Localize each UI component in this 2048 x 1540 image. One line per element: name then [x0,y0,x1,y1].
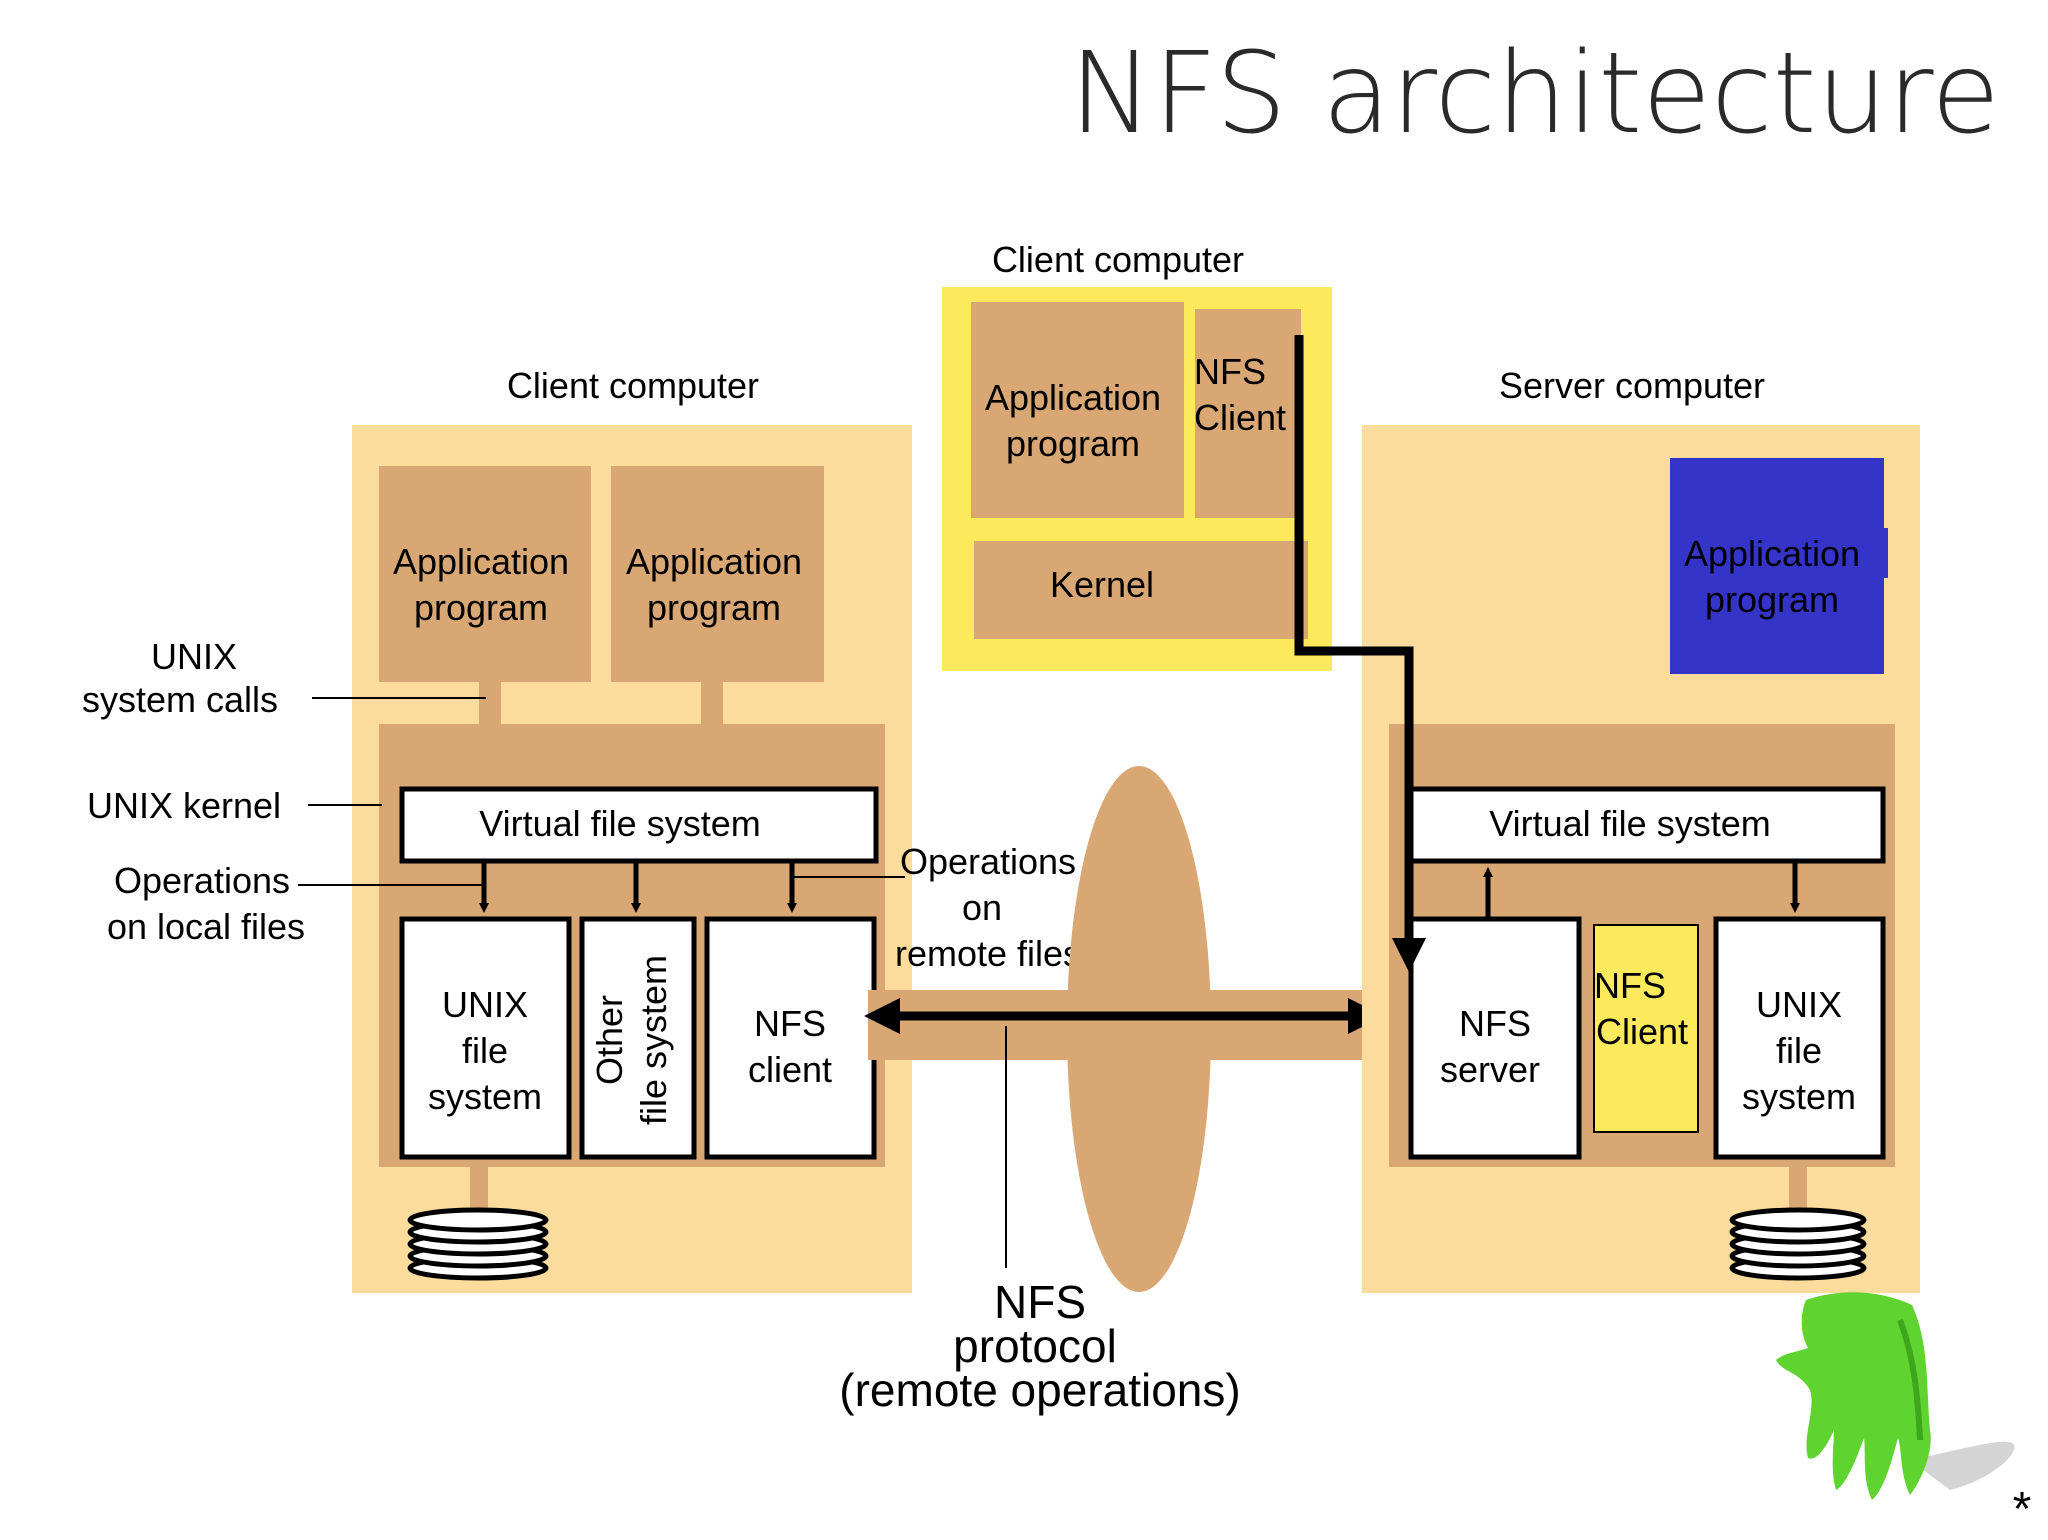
server-app-line2: program [1705,579,1839,620]
left-app-box-2 [611,466,824,682]
middle-app-line2: program [1006,423,1140,464]
left-app-box-1 [379,466,591,682]
left-app-2-stem [701,682,723,726]
middle-kernel-box [974,541,1308,639]
server-unix-fs-box [1713,916,1886,1160]
left-app-1-label-line2: program [414,587,548,628]
annotation-remote-ops-line1: Operations [900,841,1076,882]
annotation-syscalls-line2: system calls [82,679,278,720]
protocol-label-line1: NFS [994,1276,1086,1328]
left-app-2-label-line1: Application [626,541,802,582]
protocol-label-line2: protocol [953,1320,1117,1372]
middle-kernel-label: Kernel [1050,564,1154,605]
left-nfs-client-box [704,916,877,1160]
left-unix-fs-line2: file [462,1030,508,1071]
server-nfs-server-box [1408,916,1582,1160]
annotation-kernel: UNIX kernel [87,785,281,826]
pointing-hand-icon [1776,1292,2015,1500]
nfs-request-path [1294,335,1414,946]
nfs-request-arrowhead [1392,938,1426,972]
server-unix-fs-line3: system [1742,1076,1856,1117]
left-other-fs-line1: Other [589,995,630,1085]
server-app-line1: Application [1684,533,1860,574]
middle-client-computer: Client computer Application program NFS … [942,239,1332,671]
middle-client-heading: Client computer [992,239,1244,280]
protocol-arrowhead-left [864,998,900,1034]
left-disk-icon [407,1207,549,1281]
slide-title: NFS architecture [1069,29,2000,159]
server-disk-icon [1729,1207,1867,1281]
left-app-1-stem [479,682,501,726]
annotation-remote-ops-line2: on [962,887,1002,928]
left-unix-fs-line1: UNIX [442,984,528,1025]
left-client-heading: Client computer [507,365,759,406]
server-app-box-notch [1880,528,1888,578]
server-unix-fs-line2: file [1776,1030,1822,1071]
server-nfs-client-box [1593,924,1699,1133]
left-unix-fs-line3: system [428,1076,542,1117]
footnote-asterisk: * [2013,1483,2032,1535]
middle-app-box [971,302,1184,518]
left-other-fs-line2: file system [633,955,674,1125]
annotation-remote-ops-line3: remote files [895,933,1081,974]
left-other-fs-box [579,916,697,1160]
server-unix-fs-line1: UNIX [1756,984,1842,1025]
annotation-syscalls-line1: UNIX [151,636,237,677]
left-client-computer: Client computer Application program Appl… [352,365,912,1293]
left-nfs-client-line2: client [748,1049,832,1090]
server-vfs-label: Virtual file system [1489,803,1770,844]
left-app-1-label-line1: Application [393,541,569,582]
left-app-2-label-line2: program [647,587,781,628]
middle-nfs-client-box [1195,309,1301,518]
server-app-box [1670,458,1884,674]
left-vfs-box [399,786,879,864]
server-nfs-server-line1: NFS [1459,1003,1531,1044]
server-nfs-client-line2: Client [1596,1011,1688,1052]
protocol-label-line3: (remote operations) [839,1364,1240,1416]
annotation-local-ops-line2: on local files [107,906,305,947]
left-vfs-label: Virtual file system [479,803,760,844]
left-unix-fs-box [399,916,572,1160]
server-nfs-client-line1: NFS [1594,965,1666,1006]
network-channel [868,990,1388,1060]
middle-app-line1: Application [985,377,1161,418]
annotation-local-ops-line1: Operations [114,860,290,901]
left-nfs-client-line1: NFS [754,1003,826,1044]
server-computer: Server computer Application program Virt… [1362,365,1920,1293]
server-heading: Server computer [1499,365,1765,406]
annotations: UNIX system calls UNIX kernel Operations… [82,636,1081,974]
nfs-network: NFS protocol (remote operations) [839,766,1388,1416]
middle-nfs-client-line2: Client [1194,397,1286,438]
server-nfs-server-line2: server [1440,1049,1540,1090]
middle-nfs-client-line1: NFS [1194,351,1266,392]
